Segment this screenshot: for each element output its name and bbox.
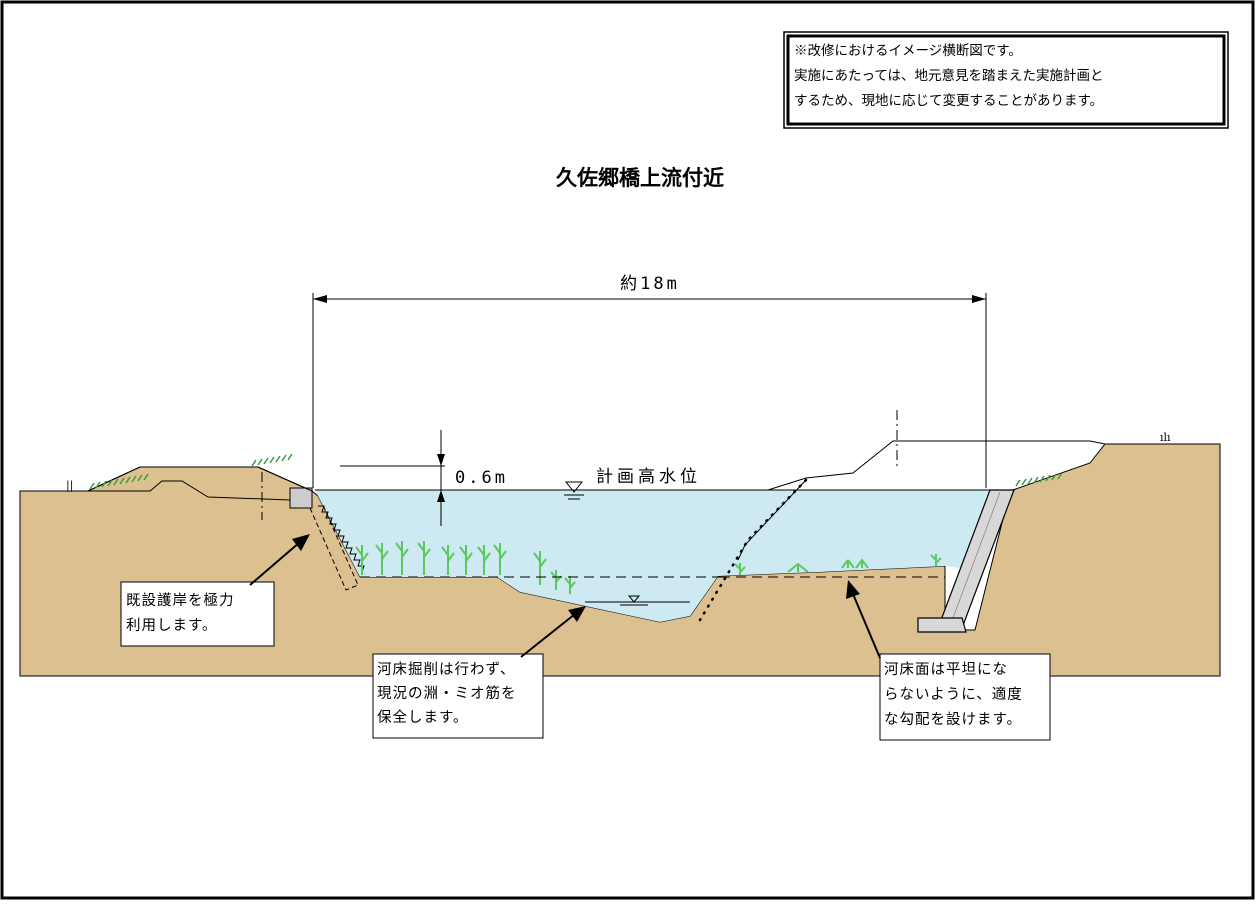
freeboard-label: 0.6m <box>455 468 508 488</box>
right-old-profile <box>767 440 1106 491</box>
low-water-symbol <box>620 595 648 606</box>
callout-left: 既設護岸を極力 利用します。 <box>120 534 310 647</box>
notice-line-1: ※改修におけるイメージ横断図です。 <box>794 43 1022 59</box>
left-old-profile <box>20 480 291 501</box>
notice-line-2: 実施にあたっては、地元意見を踏まえた実施計画と <box>794 67 1104 84</box>
design-high-water-label: 計画高水位 <box>596 467 701 487</box>
river-water <box>315 490 993 622</box>
callout-right: 河床面は平坦にな らないように、適度 な勾配を設けます。 <box>846 580 1051 741</box>
notice-box: ※改修におけるイメージ横断図です。 実施にあたっては、地元意見を踏まえた実施計画… <box>783 31 1229 129</box>
callout-left-line-1: 既設護岸を極力 <box>126 592 235 609</box>
left-revetment <box>289 487 365 591</box>
water-level-symbol <box>564 481 584 500</box>
callout-left-line-2: 利用します。 <box>126 617 218 634</box>
callout-middle-line-2: 現況の淵・ミオ筋を <box>377 685 517 702</box>
callout-middle: 河床掘削は行わず、 現況の淵・ミオ筋を 保全します。 <box>372 606 586 739</box>
right-revetment <box>917 489 1015 633</box>
diagram-title: 久佐郷橋上流付近 <box>556 166 724 190</box>
width-dimension <box>312 293 987 488</box>
callout-right-line-3: な勾配を設けます。 <box>884 711 1022 728</box>
notice-line-3: するため、現地に応じて変更することがあります。 <box>794 92 1103 109</box>
grass-tufts <box>89 453 1063 490</box>
width-label: 約18m <box>620 274 680 294</box>
old-bank-hatched-line <box>737 479 807 561</box>
callout-right-line-2: らないように、適度 <box>884 685 1023 703</box>
callout-middle-line-3: 保全します。 <box>377 708 469 726</box>
aquatic-plants <box>355 541 942 594</box>
left-post-mark: || <box>66 479 73 493</box>
old-bank-dotted-line <box>698 478 808 622</box>
right-post-mark: ılı <box>1160 431 1171 444</box>
callout-middle-line-1: 河床掘削は行わず、 <box>377 661 515 678</box>
callout-right-line-1: 河床面は平坦にな <box>884 661 1008 678</box>
freeboard-dimension <box>340 430 445 526</box>
